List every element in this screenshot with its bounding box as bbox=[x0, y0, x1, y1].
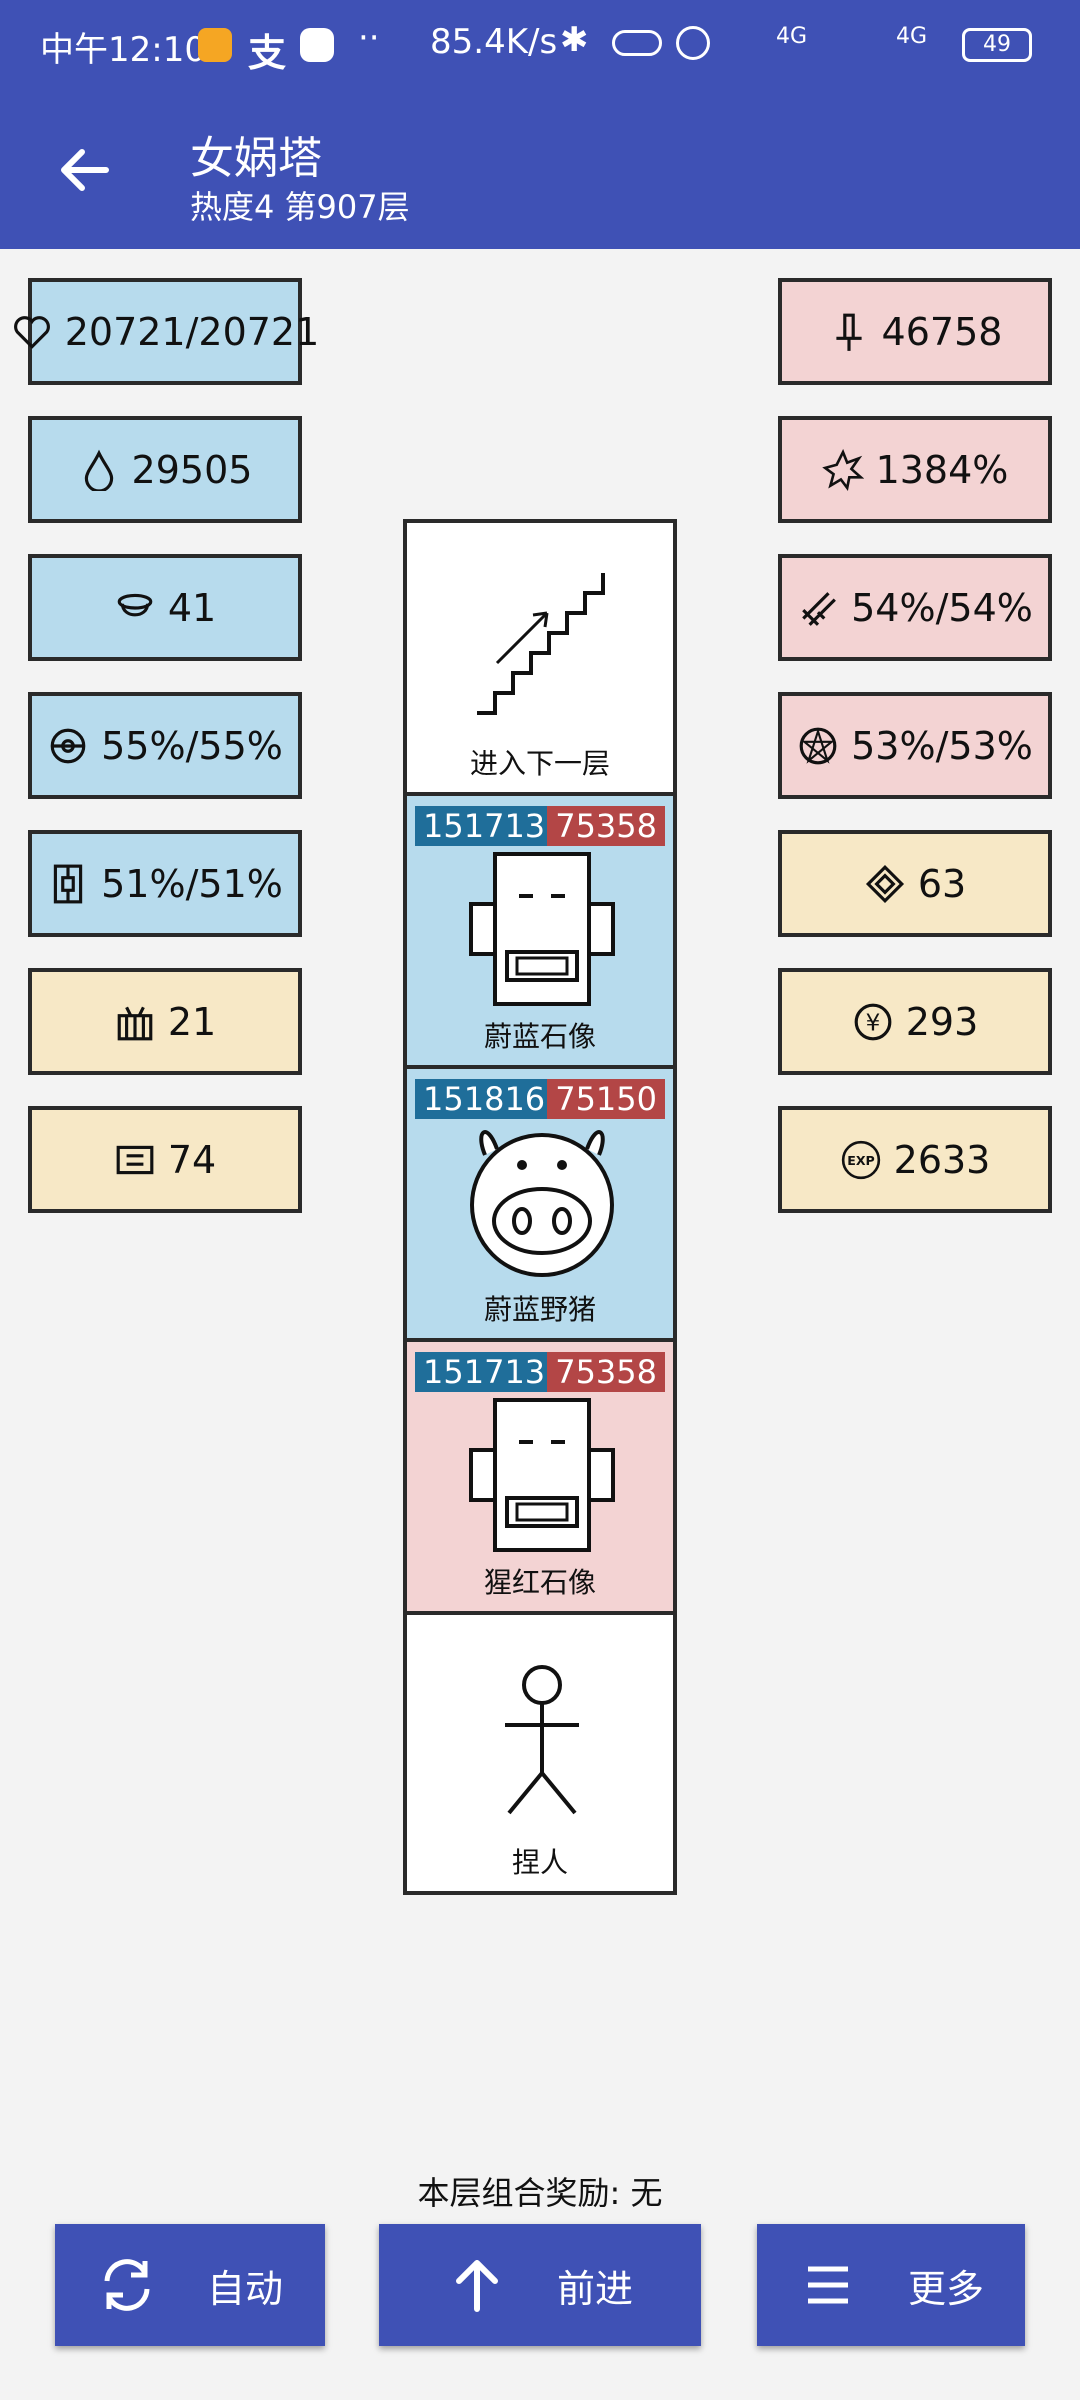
stat-pierce: 54%/54% bbox=[778, 554, 1052, 661]
auto-button-label: 自动 bbox=[206, 2266, 283, 2311]
stat-value: 1384% bbox=[875, 447, 1009, 492]
cell-label: 捏人 bbox=[511, 1846, 568, 1879]
stat-attack: 46758 bbox=[778, 278, 1052, 385]
dodge-icon bbox=[47, 863, 89, 905]
stat-value: 54%/54% bbox=[851, 585, 1033, 630]
person-icon bbox=[505, 1665, 579, 1815]
pentagram-icon bbox=[797, 725, 839, 767]
back-arrow-icon[interactable] bbox=[54, 140, 114, 200]
battery-icon: 49 bbox=[962, 28, 1032, 62]
enemy-attack-badge: 75358 bbox=[547, 1352, 665, 1392]
signal-icon: 4G bbox=[896, 24, 928, 49]
stat-value: 293 bbox=[905, 999, 979, 1044]
enemy-hp-badge: 1517131 bbox=[415, 806, 574, 846]
chest-icon bbox=[114, 1001, 156, 1043]
stat-value: 63 bbox=[917, 861, 967, 906]
page-title: 女娲塔 bbox=[190, 133, 322, 184]
tower-cell-player[interactable]: 捏人 bbox=[407, 1615, 673, 1891]
stat-value: 46758 bbox=[881, 309, 1003, 354]
cell-label: 蔚蓝石像 bbox=[483, 1020, 596, 1053]
statue-icon bbox=[469, 852, 615, 1006]
yen-icon: ¥ bbox=[852, 1001, 894, 1043]
exp-icon: EXP bbox=[840, 1139, 882, 1181]
stat-value: 53%/53% bbox=[851, 723, 1033, 768]
stat-value: 29505 bbox=[131, 447, 253, 492]
stat-value: 74 bbox=[167, 1137, 217, 1182]
statue-icon bbox=[469, 1398, 615, 1552]
stat-crit-damage: 1384% bbox=[778, 416, 1052, 523]
forward-button[interactable]: 前进 bbox=[379, 2224, 701, 2346]
stat-defense: 41 bbox=[28, 554, 302, 661]
arrow-up-icon bbox=[455, 2260, 498, 2312]
cell-label: 进入下一层 bbox=[469, 747, 610, 780]
stat-value: 21 bbox=[167, 999, 217, 1044]
refresh-icon bbox=[104, 2259, 150, 2311]
stat-scrolls: 74 bbox=[28, 1106, 302, 1213]
stat-gems: 63 bbox=[778, 830, 1052, 937]
nfc-icon bbox=[612, 30, 662, 56]
enemy-attack-badge: 75358 bbox=[547, 806, 665, 846]
alipay-icon: 支 bbox=[248, 31, 287, 75]
bluetooth-icon: ✱ bbox=[560, 20, 589, 60]
stat-value: 41 bbox=[167, 585, 217, 630]
scroll-icon bbox=[114, 1139, 156, 1181]
stairs-icon bbox=[477, 573, 605, 715]
svg-text:EXP: EXP bbox=[847, 1153, 875, 1168]
more-button[interactable]: 更多 bbox=[757, 2224, 1025, 2346]
more-button-label: 更多 bbox=[907, 2266, 984, 2311]
stat-dodge: 51%/51% bbox=[28, 830, 302, 937]
more-notifications-icon: ·· bbox=[358, 18, 380, 58]
notification-app-icon bbox=[198, 28, 232, 62]
drop-icon bbox=[78, 449, 120, 491]
stat-value: 2633 bbox=[893, 1137, 991, 1182]
alarm-icon bbox=[676, 26, 710, 60]
sword-icon bbox=[828, 311, 870, 353]
heart-icon bbox=[11, 311, 53, 353]
tower-cell-enemy[interactable]: 1518169 75150 蔚蓝野猪 bbox=[407, 1069, 673, 1342]
enemy-hp-badge: 1518169 bbox=[415, 1079, 574, 1119]
floor-bonus-text: 本层组合奖励: 无 bbox=[417, 2174, 663, 2212]
diamond-icon bbox=[864, 863, 906, 905]
forward-button-label: 前进 bbox=[556, 2266, 633, 2311]
stat-value: 51%/51% bbox=[101, 861, 283, 906]
boar-icon bbox=[470, 1130, 614, 1277]
helmet-icon bbox=[114, 587, 156, 629]
enemy-attack-badge: 75150 bbox=[547, 1079, 665, 1119]
chat-app-icon bbox=[300, 28, 334, 62]
clock: 中午12:10 bbox=[40, 30, 206, 70]
stat-block: 55%/55% bbox=[28, 692, 302, 799]
stat-value: 20721/20721 bbox=[64, 309, 320, 354]
status-bar: 中午12:10 支 ·· 85.4K/s ✱ 4G 4G 49 bbox=[0, 0, 1080, 90]
cell-label: 猩红石像 bbox=[483, 1566, 596, 1599]
enemy-hp-badge: 1517131 bbox=[415, 1352, 574, 1392]
signal-icon: 4G bbox=[776, 24, 808, 49]
tower-cell-stairs[interactable]: 进入下一层 bbox=[407, 523, 673, 796]
stat-mana: 29505 bbox=[28, 416, 302, 523]
burst-icon bbox=[821, 448, 864, 491]
cell-label: 蔚蓝野猪 bbox=[483, 1293, 596, 1326]
stat-health: 20721/20721 bbox=[13, 278, 319, 385]
app-header: 中午12:10 支 ·· 85.4K/s ✱ 4G 4G 49 女娲塔 热度4 … bbox=[0, 0, 1080, 249]
stat-money: ¥ 293 bbox=[778, 968, 1052, 1075]
tower-cell-enemy[interactable]: 1517131 75358 蔚蓝石像 bbox=[407, 796, 673, 1069]
stat-exp: EXP 2633 bbox=[778, 1106, 1052, 1213]
svg-text:¥: ¥ bbox=[865, 1010, 880, 1036]
shield-orb-icon bbox=[47, 725, 89, 767]
page-subtitle: 热度4 第907层 bbox=[190, 188, 410, 226]
tower-column: 进入下一层 1517131 75358 蔚蓝石像 1518169 75150 蔚… bbox=[403, 519, 677, 1895]
menu-icon bbox=[807, 2266, 848, 2304]
network-speed: 85.4K/s bbox=[430, 22, 558, 62]
slash-icon bbox=[797, 587, 839, 629]
tower-cell-enemy[interactable]: 1517131 75358 猩红石像 bbox=[407, 1342, 673, 1615]
stat-magic: 53%/53% bbox=[778, 692, 1052, 799]
auto-button[interactable]: 自动 bbox=[55, 2224, 325, 2346]
stat-value: 55%/55% bbox=[101, 723, 283, 768]
stat-chests: 21 bbox=[28, 968, 302, 1075]
